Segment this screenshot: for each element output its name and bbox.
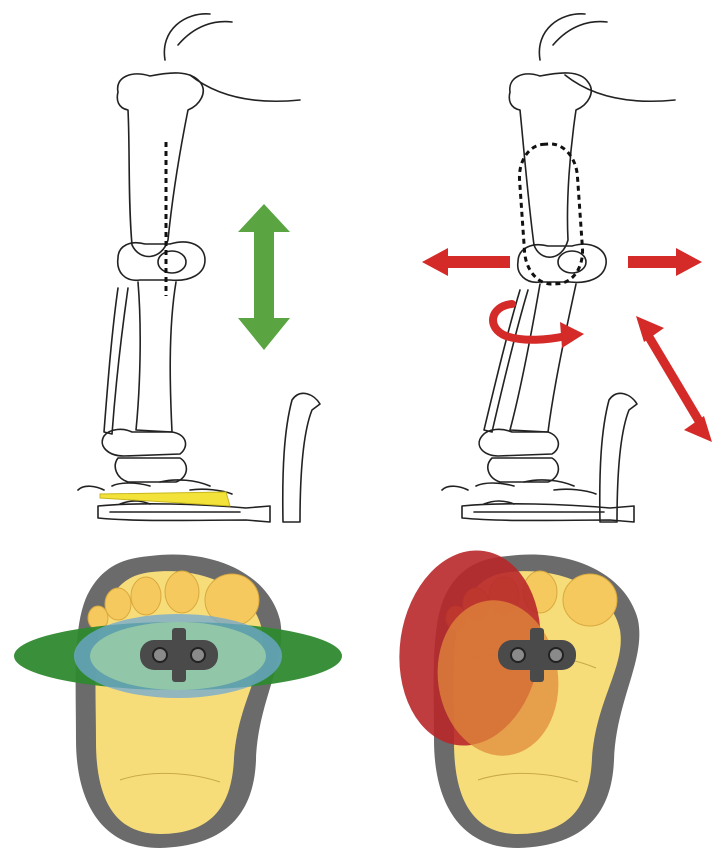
left-tarsals [115,458,186,482]
right-insole [387,541,639,848]
left-tibia [136,282,176,432]
right-pelvis-outline [539,14,675,101]
left-ankle [102,429,185,456]
right-tibia [510,284,576,432]
right-red-arrow [628,248,702,276]
diagonal-double-arrow-icon [636,316,712,442]
right-foot-bones [442,480,634,522]
right-tarsals [488,458,559,482]
left-fibula [104,288,128,434]
right-femur [509,73,591,257]
left-knee [118,242,205,280]
right-fibula [484,290,528,432]
right-ankle [479,429,558,456]
right-knee [518,244,606,282]
left-red-arrow [422,248,510,276]
vertical-double-arrow-icon [238,204,290,350]
instability-zone-outline [517,142,585,286]
left-insole [14,554,342,848]
left-heel-counter [283,393,320,522]
left-femur [117,73,203,257]
right-heel-counter [600,393,637,522]
left-patella [158,251,186,273]
left-pelvis-outline [164,14,300,101]
left-leg-panel [78,14,320,522]
